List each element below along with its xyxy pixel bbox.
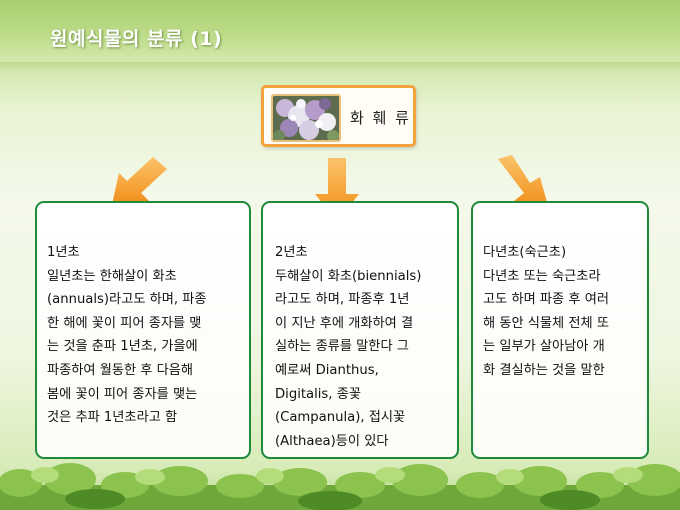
card-body: 두해살이 화초(biennials) 라고도 하며, 파종후 1년 이 지난 후… — [275, 268, 422, 449]
card-heading: 다년초(숙근초) — [483, 245, 567, 260]
flower-bouquet-icon — [273, 96, 339, 140]
card-body: 일년초는 한해살이 화초 (annuals)라고도 하며, 파종 한 해에 꽃이… — [47, 268, 207, 426]
card-biennials: 2년초 두해살이 화초(biennials) 라고도 하며, 파종후 1년 이 … — [261, 201, 459, 459]
arrow-down-right-icon — [498, 155, 550, 213]
card-perennials: 다년초(숙근초) 다년초 또는 숙근초라 고도 하며 파종 후 여러 해 동안 … — [471, 201, 649, 459]
card-annuals: 1년초 일년초는 한해살이 화초 (annuals)라고도 하며, 파종 한 해… — [35, 201, 251, 459]
category-label: 화 훼 류 — [350, 109, 411, 127]
header-bar: 원예식물의 분류 (1) — [0, 0, 680, 72]
category-box: 화 훼 류 — [261, 85, 416, 147]
grass-border-decoration — [0, 463, 680, 510]
card-heading: 1년초 — [47, 245, 80, 260]
page-title: 원예식물의 분류 (1) — [50, 28, 223, 50]
flower-bouquet-image — [271, 94, 341, 142]
card-heading: 2년초 — [275, 245, 308, 260]
card-body: 다년초 또는 숙근초라 고도 하며 파종 후 여러 해 동안 식물체 전체 또 … — [483, 268, 609, 378]
arrow-down-left-icon — [111, 157, 167, 209]
